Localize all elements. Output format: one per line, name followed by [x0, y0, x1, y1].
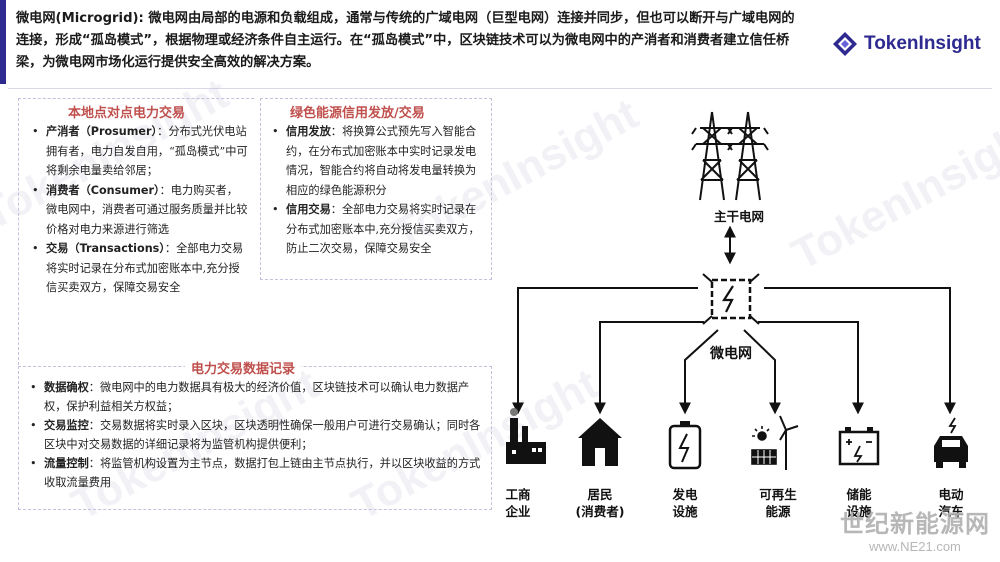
- transmission-tower-icon: [691, 111, 769, 201]
- list-item: 信用交易：全部电力交易将实时记录在分布式加密账本中,充分授信买卖双方，防止二次交…: [270, 200, 486, 259]
- data-record-title: 电力交易数据记录: [185, 358, 302, 377]
- storage-battery-icon: [838, 427, 880, 466]
- node-label-residents: 居民 (消费者): [575, 487, 625, 519]
- corner-watermark-url: www.NE21.com: [869, 539, 961, 554]
- list-item: 交易监控：交易数据将实时录入区块，区块透明性确保一般用户可进行交易确认；同时各区…: [28, 416, 486, 454]
- node-label-enterprise: 工商 企业: [505, 487, 531, 519]
- microgrid-diagram-svg: [506, 111, 968, 470]
- node-label-renewable: 可再生 能源: [759, 487, 797, 519]
- corner-watermark: 世纪新能源网 www.NE21.com: [840, 504, 990, 554]
- green-credit-list: 信用发放：将换算公式预先写入智能合约，在分布式加密账本中实时记录发电情况，智能合…: [270, 122, 486, 259]
- list-item: 数据确权：微电网中的电力数据具有极大的经济价值，区块链技术可以确认电力数据产权，…: [28, 378, 486, 416]
- house-icon: [578, 418, 622, 466]
- factory-icon: [506, 408, 546, 464]
- electric-car-icon: [934, 417, 968, 468]
- list-item: 流量控制：将监管机构设置为主节点，数据打包上链由主节点执行，并以区块收益的方式收…: [28, 454, 486, 492]
- node-label-generation: 发电 设施: [672, 487, 698, 519]
- list-item: 消费者（Consumer）：电力购买者，微电网中，消费者可通过服务质量并比较价格…: [30, 181, 248, 240]
- connector-lines: [512, 287, 956, 415]
- header-text: 微电网(Microgrid): 微电网由局部的电源和负载组成，通常与传统的广域电…: [16, 11, 795, 70]
- list-item: 信用发放：将换算公式预先写入智能合约，在分布式加密账本中实时记录发电情况，智能合…: [270, 122, 486, 200]
- data-record-list: 数据确权：微电网中的电力数据具有极大的经济价值，区块链技术可以确认电力数据产权，…: [28, 378, 486, 492]
- local-trade-box: [18, 98, 254, 365]
- accent-bar: [0, 0, 6, 84]
- list-item: 产消者（Prosumer）：分布式光伏电站拥有者，电力自发自用，“孤岛模式”中可…: [30, 122, 248, 181]
- header-divider: [8, 88, 992, 89]
- battery-generator-icon: [668, 421, 702, 470]
- node-label-storage: 储能 设施: [846, 487, 872, 519]
- list-item: 交易（Transactions）：全部电力交易将实时记录在分布式加密账本中,充分…: [30, 239, 248, 298]
- corner-watermark-title: 世纪新能源网: [840, 510, 990, 538]
- local-trade-list: 产消者（Prosumer）：分布式光伏电站拥有者，电力自发自用，“孤岛模式”中可…: [30, 122, 248, 298]
- logo-text: TokenInsight: [864, 33, 981, 54]
- tokeninsight-logo-icon: [833, 32, 857, 56]
- green-credit-title: 绿色能源信用发放/交易: [290, 106, 425, 121]
- logo: TokenInsight: [832, 30, 981, 58]
- green-credit-box: [260, 98, 492, 280]
- solar-wind-icon: [751, 415, 799, 470]
- node-label-ev: 电动 汽车: [938, 487, 964, 519]
- main-grid-label: 主干电网: [713, 209, 764, 224]
- microgrid-diagram: 主干电网 微电网 工商 企业 居民 (消费者) 发电 设施 可再生 能源 储能 …: [500, 100, 990, 544]
- microgrid-label: 微电网: [710, 346, 752, 362]
- microgrid-controller-icon: [702, 273, 760, 325]
- local-trade-title: 本地点对点电力交易: [68, 106, 186, 121]
